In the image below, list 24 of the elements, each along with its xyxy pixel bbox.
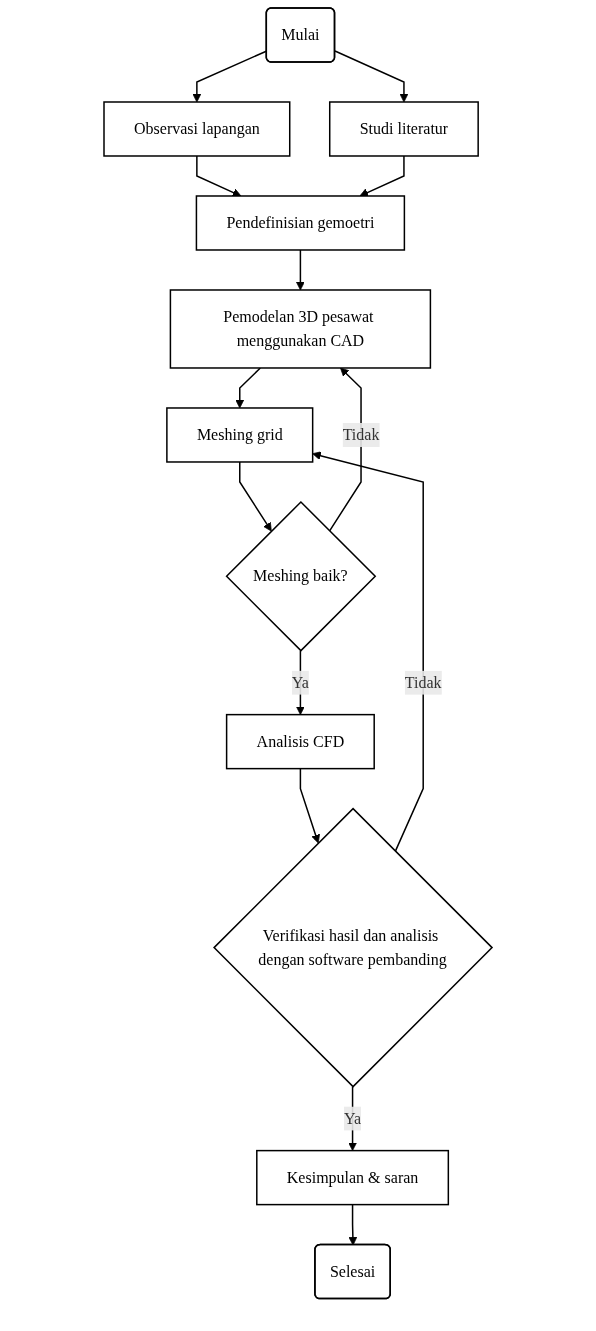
- node-box: Observasi lapangan: [103, 101, 291, 157]
- arrow: [348, 1085, 357, 1151]
- node-box: Kesimpulan & saran: [256, 1149, 450, 1206]
- arrow: [334, 50, 409, 103]
- arrow: [299, 767, 320, 844]
- arrow: [359, 155, 405, 197]
- arrow: [235, 367, 262, 409]
- arrow: [196, 155, 242, 197]
- edge-label: Tidak: [404, 673, 442, 691]
- edge-label: Tidak: [342, 425, 380, 443]
- node-box: Analisis CFD: [225, 713, 375, 770]
- node-box: Pendefinisian gemoetri: [195, 195, 406, 251]
- arrow: [295, 649, 305, 716]
- edge-label: Ya: [291, 673, 309, 691]
- node-box: Studi literatur: [328, 101, 479, 157]
- node-diamond: Verifikasi hasil dan analisis dengan software pembanding: [212, 807, 494, 1088]
- node-diamond: Meshing baik?: [225, 500, 377, 652]
- arrow: [348, 1203, 358, 1246]
- edge-label: Ya: [344, 1109, 362, 1127]
- arrow: [295, 249, 305, 291]
- arrow: [239, 461, 272, 532]
- arrow: [312, 451, 424, 853]
- node-box: Pemodelan 3D pesawat menggunakan CAD: [169, 289, 432, 369]
- node-box: Meshing grid: [166, 407, 314, 463]
